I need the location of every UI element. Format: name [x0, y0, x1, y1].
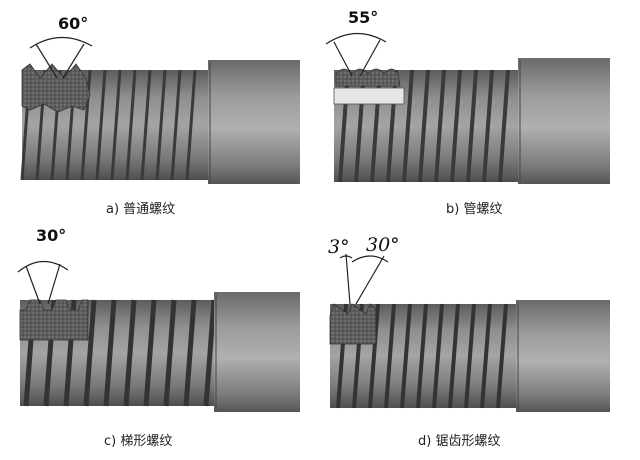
- panel-b-caption: b) 管螺纹: [446, 202, 503, 217]
- panel-d-top-teeth: [330, 290, 520, 304]
- panel-b-cut-slot: [333, 87, 405, 105]
- panel-b-thread: [325, 32, 610, 194]
- panel-b-angle-label: 55°: [348, 8, 379, 27]
- panel-c-angle-label: 30°: [36, 226, 67, 245]
- panel-a-angle-label: 60°: [58, 14, 89, 33]
- panel-d-angle-line-left: [345, 253, 351, 305]
- panel-d-section: [329, 303, 377, 345]
- panel-d-angle-label-small: 3°: [328, 236, 350, 258]
- panel-a-angle-line-left: [35, 43, 58, 79]
- panel-c-angle-arc: [17, 260, 69, 273]
- panel-d-caption: d) 锯齿形螺纹: [418, 434, 501, 449]
- panel-a-caption: a) 普通螺纹: [106, 202, 176, 217]
- panel-c-bottom-teeth: [20, 406, 220, 420]
- panel-b-bottom-teeth: [334, 182, 522, 194]
- panel-b-angle-line-left: [333, 41, 353, 77]
- panel-b-angle-line-right: [359, 39, 381, 77]
- panel-c-thread: [17, 260, 300, 420]
- panel-a-thread: [20, 36, 300, 192]
- panel-c-shank: [214, 292, 300, 412]
- panel-b-angle-arc: [325, 32, 387, 45]
- panel-d-angle-arc-large: [351, 255, 389, 263]
- panel-a-angle-line-right: [62, 43, 85, 79]
- panel-d-angle-line-right: [355, 255, 385, 305]
- panel-a-section: [21, 63, 91, 113]
- panel-a-shank: [208, 60, 300, 184]
- panel-c-caption: c) 梯形螺纹: [104, 434, 173, 449]
- panel-c-angle-line-left: [25, 265, 41, 305]
- panel-c-top-teeth: [20, 286, 220, 300]
- panel-d-shank: [516, 300, 610, 412]
- panel-b-section: [335, 68, 401, 87]
- panel-a-angle-arc: [29, 36, 93, 49]
- panel-d-bottom-teeth: [330, 408, 520, 422]
- panel-c-angle-line-right: [47, 263, 61, 305]
- panel-b-top-teeth: [334, 58, 522, 70]
- panel-a-top-teeth: [22, 60, 210, 70]
- panel-c-section: [19, 299, 89, 341]
- panel-a-bottom-teeth: [22, 180, 210, 192]
- panel-d-thread: [329, 253, 610, 422]
- panel-b-shank: [518, 58, 610, 184]
- panel-d-angle-label-large: 30°: [366, 234, 400, 256]
